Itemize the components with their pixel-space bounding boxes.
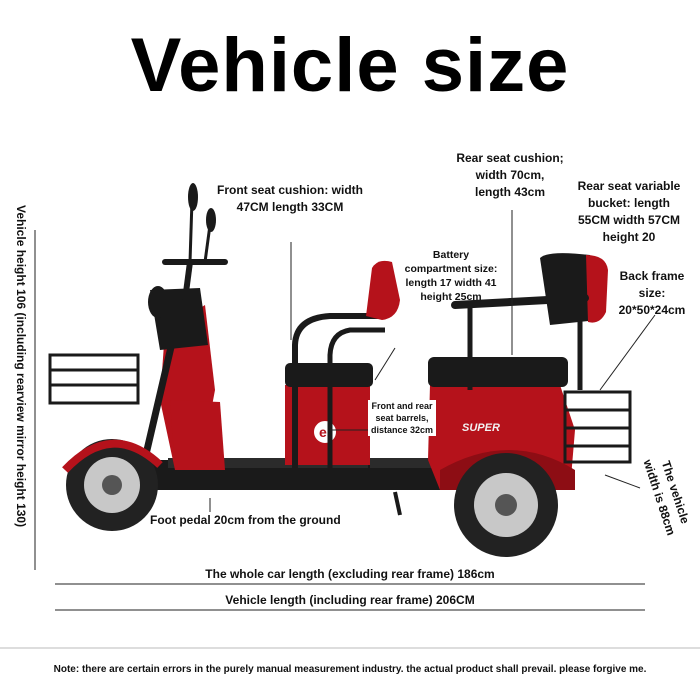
svg-text:e: e	[319, 424, 327, 440]
front-seat-label-line1: Front seat cushion: width	[217, 183, 363, 197]
handlebar-stem	[182, 261, 193, 301]
disclaimer-note: Note: there are certain errors in the pu…	[53, 664, 647, 675]
back-frame-label-line3: 20*50*24cm	[618, 303, 686, 317]
barrels-label-line3: distance 32cm	[370, 425, 434, 435]
rear-bucket-label-line3: 55CM width 57CM	[577, 213, 680, 227]
rear-basket	[563, 390, 632, 464]
back-frame-label: Back frame size: 20*50*24cm	[610, 268, 694, 319]
battery-label-line3: length 17 width 41	[405, 277, 497, 289]
battery-label: Battery compartment size: length 17 widt…	[397, 248, 505, 304]
rear-seat-cushion	[428, 357, 568, 387]
vehicle-length-label: Vehicle length (including rear frame) 20…	[225, 593, 475, 607]
mirror-right	[206, 208, 216, 232]
rear-bucket-label: Rear seat variable bucket: length 55CM w…	[566, 178, 692, 246]
front-leg-shield	[170, 400, 225, 470]
barrels-label-line1: Front and rear	[371, 401, 433, 411]
rear-seat-label-line2: width 70cm,	[475, 168, 545, 182]
foot-pedal-label: Foot pedal 20cm from the ground	[150, 513, 341, 527]
barrels-label-line2: seat barrels,	[375, 413, 429, 423]
rear-seat-back-trim	[586, 255, 608, 323]
front-seat-label-line2: 47CM length 33CM	[236, 200, 344, 214]
back-frame-leader	[599, 314, 656, 391]
rear-armrest	[451, 294, 589, 309]
front-seat-backrest	[366, 260, 400, 320]
front-basket	[48, 353, 140, 405]
rear-seat-label-line1: Rear seat cushion;	[456, 151, 564, 165]
kickstand	[393, 491, 402, 516]
battery-label-line2: compartment size:	[404, 263, 498, 275]
whole-length-label: The whole car length (excluding rear fra…	[205, 567, 495, 581]
footboard-rear	[370, 458, 450, 468]
front-seat-label: Front seat cushion: width 47CM length 33…	[200, 182, 380, 216]
front-seat-backrest-frame-2	[327, 327, 385, 470]
front-seat-backrest-frame	[292, 313, 388, 473]
mirror-stem-right	[203, 224, 212, 263]
headlight	[148, 286, 168, 318]
rear-logo-text: SUPER	[462, 422, 500, 434]
width-leader	[604, 474, 641, 489]
vehicle-height-label: Vehicle height 106 (including rearview m…	[14, 205, 28, 528]
rear-bucket-label-line1: Rear seat variable	[577, 179, 681, 193]
battery-label-line1: Battery	[432, 249, 470, 261]
front-mudguard	[62, 439, 163, 473]
back-frame-label-line2: size:	[638, 286, 666, 300]
rear-wheel	[454, 453, 558, 557]
back-frame-label-line1: Back frame	[619, 269, 685, 283]
battery-label-line4: height 25cm	[420, 291, 482, 303]
rear-seat-label: Rear seat cushion; width 70cm, length 43…	[438, 150, 582, 201]
rear-seat-frame	[467, 300, 583, 390]
rear-bucket-label-line2: bucket: length	[587, 196, 670, 210]
rear-bucket-label-line4: height 20	[602, 230, 656, 244]
page-title: Vehicle size	[130, 23, 570, 108]
footboard	[168, 458, 368, 468]
battery-leader	[374, 347, 396, 381]
rear-seat-label-line3: length 43cm	[474, 185, 546, 199]
barrels-distance-label: Front and rear seat barrels, distance 32…	[368, 400, 436, 436]
mirror-left	[188, 183, 198, 211]
rear-seat-back	[540, 253, 598, 325]
front-wheel	[66, 439, 158, 531]
